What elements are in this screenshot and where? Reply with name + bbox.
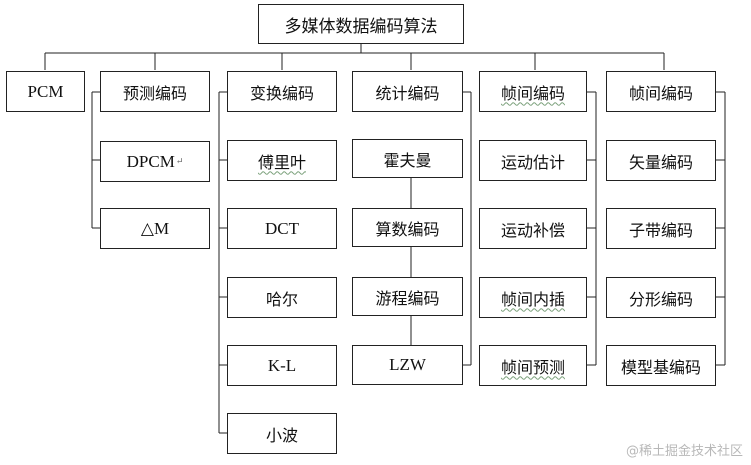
category-label: PCM (27, 81, 64, 101)
item-interframe-prediction: 帧间预测 (479, 345, 587, 386)
item-run-length-coding: 游程编码 (352, 277, 463, 316)
item-label: 子带编码 (628, 220, 693, 240)
item-motion-estimation: 运动估计 (479, 140, 587, 181)
category-interframe-coding-a: 帧间编码 (479, 71, 587, 112)
category-label: 变换编码 (249, 83, 314, 103)
category-statistical-coding: 统计编码 (352, 71, 463, 112)
item-motion-compensation: 运动补偿 (479, 208, 587, 249)
item-delta-m: △M (100, 208, 210, 249)
item-label: 运动补偿 (500, 220, 565, 240)
item-label: 运动估计 (500, 152, 565, 172)
category-label: 预测编码 (122, 83, 187, 103)
item-label: 哈尔 (265, 289, 298, 309)
item-subband-coding: 子带编码 (606, 208, 716, 249)
item-label: 傅里叶 (257, 152, 306, 172)
item-dct: DCT (227, 208, 337, 249)
category-label: 帧间编码 (628, 83, 693, 103)
category-predictive-coding: 预测编码 (100, 71, 210, 112)
item-label: DPCM (126, 151, 175, 171)
item-label: 帧间预测 (500, 357, 565, 377)
item-label: 算数编码 (375, 219, 440, 239)
item-haar: 哈尔 (227, 277, 337, 318)
item-fourier: 傅里叶 (227, 140, 337, 181)
item-label: DCT (265, 218, 299, 238)
item-huffman: 霍夫曼 (352, 139, 463, 178)
item-lzw: LZW (352, 345, 463, 385)
category-label: 统计编码 (375, 83, 440, 103)
item-label: △M (140, 218, 170, 238)
item-arithmetic-coding: 算数编码 (352, 208, 463, 247)
item-label: 帧间内插 (500, 289, 565, 309)
return-mark: ↵ (175, 156, 184, 166)
item-label: 小波 (265, 425, 298, 445)
item-label: K-L (267, 355, 297, 375)
item-label: 游程编码 (375, 288, 440, 308)
item-wavelet: 小波 (227, 413, 337, 454)
item-model-based-coding: 模型基编码 (606, 345, 716, 386)
item-label: 矢量编码 (628, 152, 693, 172)
category-interframe-coding-b: 帧间编码 (606, 71, 716, 112)
item-label: LZW (389, 355, 426, 374)
root-node: 多媒体数据编码算法 (258, 4, 464, 44)
root-label: 多媒体数据编码算法 (284, 16, 438, 37)
item-label: 模型基编码 (620, 357, 701, 377)
watermark: @稀土掘金技术社区 (625, 444, 743, 459)
item-label: 霍夫曼 (383, 150, 432, 170)
item-dpcm: DPCM↵ (100, 141, 210, 182)
item-label: 分形编码 (628, 289, 693, 309)
item-interframe-interpolation: 帧间内插 (479, 277, 587, 318)
category-pcm: PCM (6, 71, 85, 112)
category-label: 帧间编码 (500, 83, 565, 103)
category-transform-coding: 变换编码 (227, 71, 337, 112)
item-kl: K-L (227, 345, 337, 386)
item-fractal-coding: 分形编码 (606, 277, 716, 318)
item-vector-coding: 矢量编码 (606, 140, 716, 181)
